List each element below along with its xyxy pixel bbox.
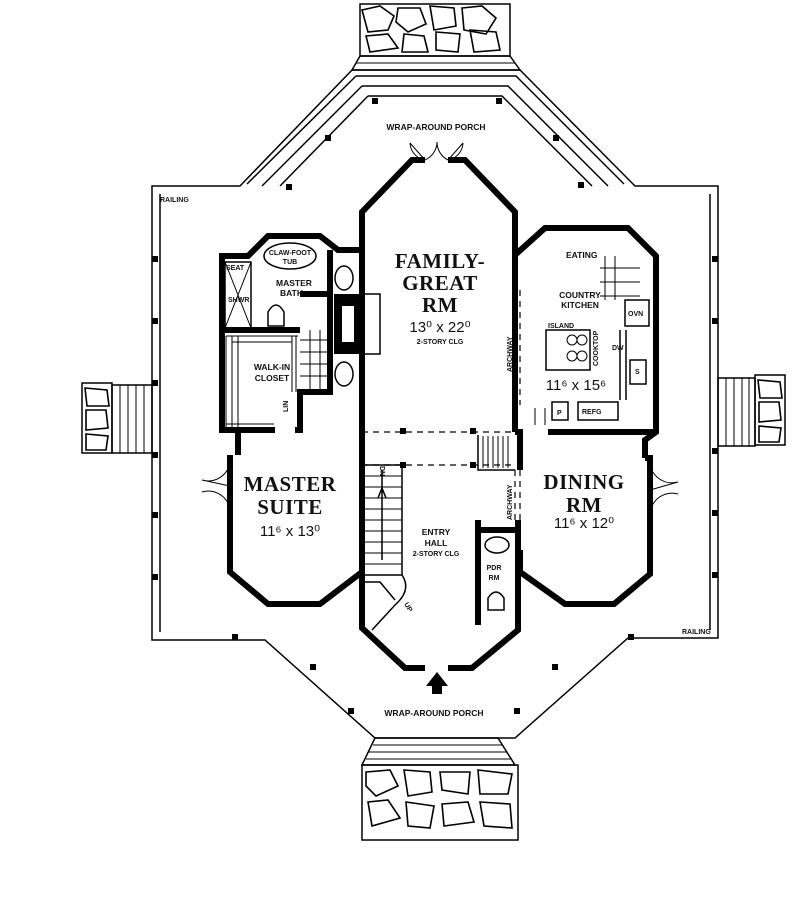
archway-label-upper: ARCHWAY bbox=[507, 336, 514, 372]
french-doors-top bbox=[409, 141, 464, 161]
railing-label-left: RAILING bbox=[160, 197, 189, 204]
entry-hall-label-2: HALL bbox=[425, 538, 448, 548]
sink-label: S bbox=[635, 369, 640, 376]
walk-in-closet bbox=[225, 335, 298, 428]
interior-walls bbox=[222, 250, 656, 625]
entry-hall-note: 2-STORY CLG bbox=[413, 551, 460, 558]
stone-walkway-left bbox=[81, 382, 113, 454]
dining-room-title-2: RM bbox=[566, 493, 602, 517]
family-room-title-1: FAMILY- bbox=[395, 249, 485, 273]
archway-dining bbox=[514, 470, 521, 520]
porch-steps-right bbox=[717, 377, 756, 447]
seat-label: SEAT bbox=[226, 265, 245, 272]
stone-walkway-right bbox=[754, 374, 786, 446]
master-suite-title-1: MASTER bbox=[244, 472, 337, 496]
hall-closet bbox=[477, 435, 515, 471]
family-room-note: 2-STORY CLG bbox=[417, 339, 464, 346]
stone-walkway-top bbox=[359, 3, 511, 57]
cooktop-label: COOKTOP bbox=[593, 330, 600, 366]
family-room-title-3: RM bbox=[422, 293, 458, 317]
dishwasher-label: DW bbox=[612, 345, 624, 352]
kitchen-fixtures bbox=[534, 256, 650, 425]
stair-down-label: DN bbox=[378, 466, 385, 476]
claw-foot-tub-label-1: CLAW-FOOT bbox=[269, 250, 312, 257]
fireplace bbox=[334, 293, 381, 355]
porch-label-bottom: WRAP-AROUND PORCH bbox=[384, 708, 483, 718]
master-bath-label-2: BATH bbox=[280, 288, 303, 298]
powder-room-fixtures bbox=[484, 536, 510, 611]
entry-arrow-icon bbox=[426, 672, 448, 694]
wrap-around-porch bbox=[151, 69, 719, 739]
porch-label-top: WRAP-AROUND PORCH bbox=[386, 122, 485, 132]
french-doors-dining bbox=[649, 461, 679, 517]
powder-room-label-2: RM bbox=[489, 575, 500, 582]
stair-up-label: UP bbox=[402, 602, 413, 614]
oven-label: OVN bbox=[628, 311, 643, 318]
master-suite-dimensions: 11⁶ x 13⁰ bbox=[260, 523, 320, 540]
kitchen-dimensions: 11⁶ x 15⁶ bbox=[546, 377, 606, 394]
refrigerator-label: REFG bbox=[582, 409, 602, 416]
kitchen-label-1: COUNTRY bbox=[559, 290, 601, 300]
entry-hall-label-1: ENTRY bbox=[422, 527, 451, 537]
porch-steps-top bbox=[350, 55, 522, 71]
walk-in-closet-label-2: CLOSET bbox=[255, 373, 290, 383]
family-room-dimensions: 13⁰ x 22⁰ bbox=[409, 319, 470, 336]
porch-steps-bottom bbox=[360, 737, 517, 766]
eating-label: EATING bbox=[566, 250, 598, 260]
powder-room-label-1: PDR bbox=[487, 565, 502, 572]
pantry-label: P bbox=[557, 410, 562, 417]
linen-label: LIN bbox=[283, 401, 290, 412]
archway-kitchen bbox=[514, 290, 521, 405]
walk-in-closet-label-1: WALK-IN bbox=[254, 362, 290, 372]
railing-label-right: RAILING bbox=[682, 629, 711, 636]
stone-walkway-bottom bbox=[361, 764, 519, 841]
island-label: ISLAND bbox=[548, 323, 574, 330]
stair bbox=[361, 428, 515, 631]
master-bath-fixtures bbox=[224, 242, 354, 392]
porch-steps-left bbox=[111, 384, 153, 454]
archway-label-lower: ARCHWAY bbox=[507, 484, 514, 520]
kitchen-label-2: KITCHEN bbox=[561, 300, 599, 310]
family-room-title-2: GREAT bbox=[402, 271, 478, 295]
shower-label: SHWR bbox=[228, 297, 249, 304]
master-bath-label-1: MASTER bbox=[276, 278, 312, 288]
dining-room-title-1: DINING bbox=[543, 470, 624, 494]
french-doors-master bbox=[201, 461, 231, 511]
master-suite-title-2: SUITE bbox=[257, 495, 323, 519]
claw-foot-tub-label-2: TUB bbox=[283, 259, 297, 266]
dining-room-dimensions: 11⁶ x 12⁰ bbox=[554, 515, 614, 532]
